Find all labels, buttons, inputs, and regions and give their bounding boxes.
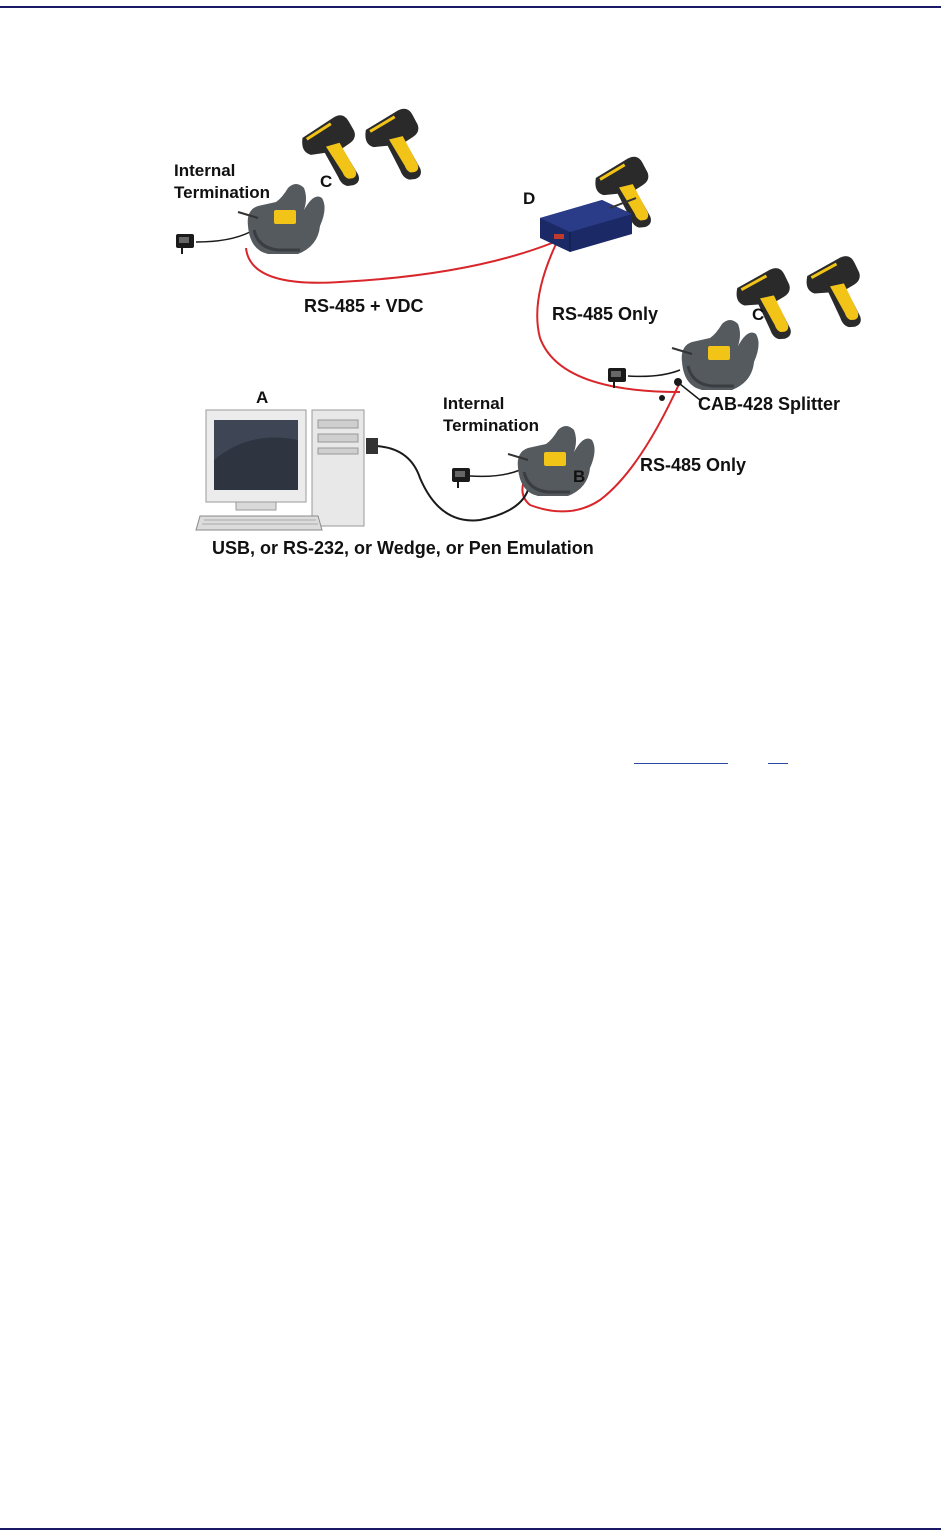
network-diagram: Internal Termination C D RS-485 + VDC RS… [0, 0, 941, 620]
cradle-icon-c-right [672, 320, 759, 390]
label-interfaces: USB, or RS-232, or Wedge, or Pen Emulati… [212, 538, 594, 558]
scanner-icon-c-right-2 [805, 255, 863, 330]
label-rs485-vdc: RS-485 + VDC [304, 296, 424, 316]
power-cable-c-top [196, 232, 250, 242]
splitter-junction-2 [659, 395, 665, 401]
power-adapter-icon-b [452, 468, 470, 488]
link-underline-1[interactable] [634, 763, 728, 764]
label-b: B [573, 467, 585, 486]
pc-data-cable [376, 446, 528, 520]
label-c-right: C [752, 305, 764, 324]
power-adapter-icon-c-top [176, 234, 194, 254]
splitter-junction [674, 378, 682, 386]
internal-termination-1-line2: Termination [174, 183, 270, 202]
label-cab428-splitter: CAB-428 Splitter [698, 394, 840, 414]
label-rs485-only-1: RS-485 Only [552, 304, 658, 324]
footer-rule [0, 1528, 941, 1530]
internal-termination-2-line1: Internal [443, 394, 504, 413]
pc-icon [196, 410, 378, 530]
power-cable-b [470, 470, 520, 476]
power-cable-c-right [628, 370, 680, 376]
scanner-icon-c-top-2 [363, 107, 424, 183]
label-rs485-only-2: RS-485 Only [640, 455, 746, 475]
label-c-top: C [320, 172, 332, 191]
master-box-icon [540, 198, 636, 252]
label-d: D [523, 189, 535, 208]
internal-termination-2-line2: Termination [443, 416, 539, 435]
label-a: A [256, 388, 268, 407]
link-underline-2[interactable] [768, 763, 788, 764]
internal-termination-1-line1: Internal [174, 161, 235, 180]
